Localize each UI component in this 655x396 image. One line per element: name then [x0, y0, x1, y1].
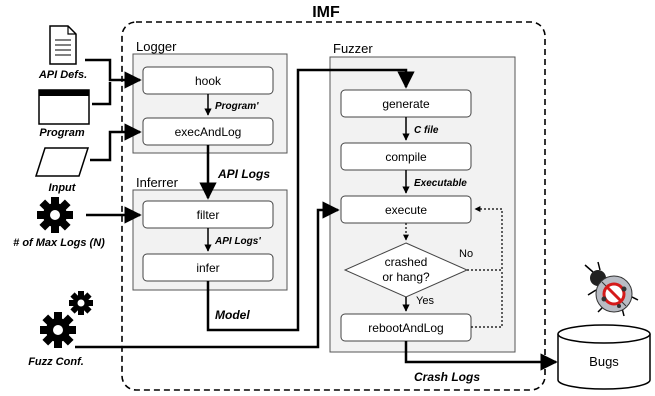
api-defs-label: API Defs.: [38, 69, 87, 81]
program-label: Program: [39, 127, 84, 139]
executable-label: Executable: [414, 178, 467, 189]
crashed-label-line1: crashed: [385, 255, 428, 269]
crash-logs-label: Crash Logs: [414, 370, 480, 384]
input-arrow: [90, 123, 142, 162]
generate-label: generate: [382, 97, 430, 111]
decision-no-arrow: [467, 206, 503, 271]
model-arrow: [206, 68, 415, 332]
filter-label: filter: [197, 208, 220, 222]
c-file-label: C file: [414, 125, 439, 136]
bugs-label: Bugs: [589, 354, 619, 369]
gear-icon: [37, 197, 73, 233]
input-label: Input: [49, 182, 77, 194]
program-arrow: [92, 82, 112, 106]
gears-icon: [40, 291, 93, 348]
document-icon: [49, 25, 77, 65]
fuzzer-title: Fuzzer: [333, 41, 373, 56]
execute-label: execute: [385, 203, 427, 217]
program-prime-label: Program': [215, 101, 259, 112]
imf-frame: [121, 21, 546, 391]
max-logs-label: # of Max Logs (N): [13, 237, 105, 249]
program-window-icon: [38, 89, 90, 125]
crash-logs-arrow: [404, 341, 558, 371]
hook-label: hook: [195, 74, 222, 88]
exec-and-log-label: execAndLog: [175, 125, 242, 139]
input-parallelogram-icon: [34, 147, 90, 177]
yes-label: Yes: [416, 295, 434, 307]
database-cylinder-icon: [557, 324, 651, 390]
fuzz-conf-label: Fuzz Conf.: [28, 356, 84, 368]
inferrer-title: Inferrer: [136, 175, 179, 190]
infer-label: infer: [196, 261, 219, 275]
api-logs-prime-label: API Logs': [214, 236, 261, 247]
imf-title: IMF: [312, 4, 340, 21]
model-label: Model: [215, 308, 250, 322]
api-logs-label: API Logs: [217, 167, 270, 181]
api-defs-arrow: [85, 58, 142, 89]
logger-title: Logger: [136, 39, 177, 54]
crashed-label-line2: or hang?: [382, 270, 430, 284]
compile-label: compile: [385, 150, 427, 164]
ladybug-icon: [584, 261, 639, 317]
no-label: No: [459, 248, 473, 260]
reboot-and-log-label: rebootAndLog: [368, 321, 443, 335]
fuzz-conf-arrow: [75, 201, 340, 349]
reboot-loop-arrow: [471, 270, 503, 328]
